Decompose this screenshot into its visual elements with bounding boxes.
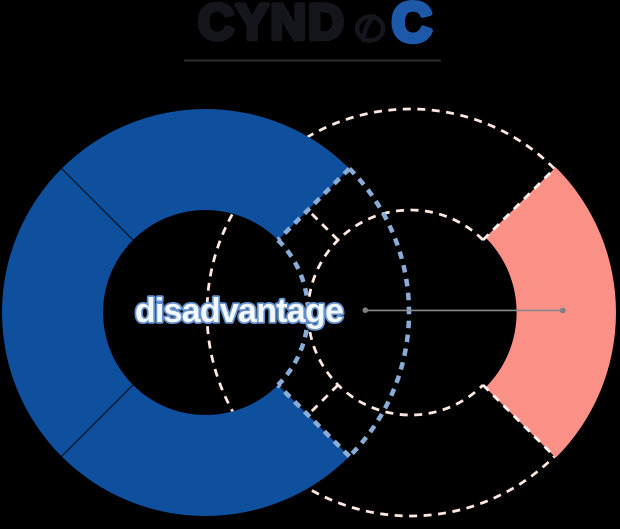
svg-text:disadvantage: disadvantage [135, 292, 343, 330]
svg-text:C: C [392, 0, 432, 53]
svg-text:CYND: CYND [198, 0, 345, 50]
